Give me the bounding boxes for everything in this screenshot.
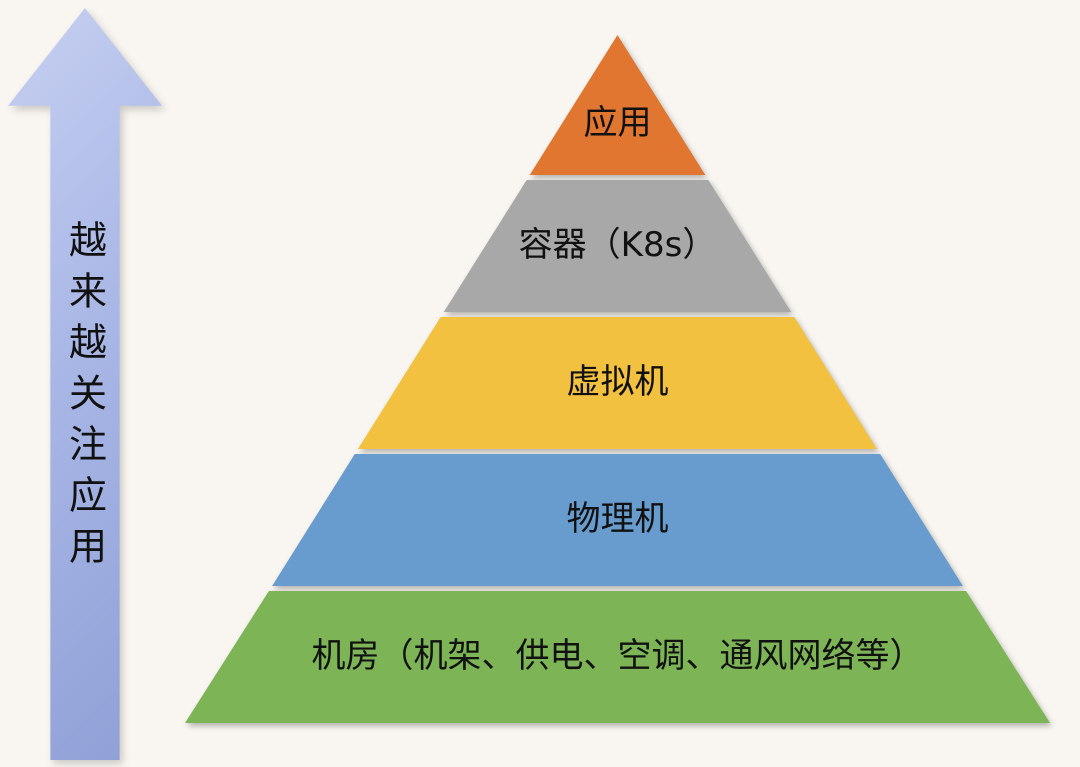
pyramid-layer-datacenter: 机房（机架、供电、空调、通风网络等） [185, 591, 1050, 723]
pyramid-layer-label: 容器（K8s） [518, 225, 717, 266]
pyramid-layer-application: 应用 [185, 35, 1050, 175]
pyramid-layer-label: 应用 [583, 103, 652, 144]
pyramid-layer-label: 虚拟机 [566, 362, 669, 403]
pyramid-layer-label: 机房（机架、供电、空调、通风网络等） [311, 636, 924, 677]
arrow-label: 越来越关注应用 [62, 220, 107, 577]
pyramid-layer-virtual-machine-shape: 虚拟机 [358, 317, 877, 449]
pyramid-layer-physical-machine: 物理机 [185, 454, 1050, 586]
pyramid-layer-container-k8s: 容器（K8s） [185, 180, 1050, 312]
pyramid-diagram: 应用 容器（K8s） 虚拟机 物理机 机房（机架、供电、空调、通风网络等） [185, 35, 1050, 725]
pyramid-layer-application-shape: 应用 [529, 35, 706, 175]
pyramid-layer-virtual-machine: 虚拟机 [185, 317, 1050, 449]
emphasis-arrow: 越来越关注应用 [8, 8, 162, 760]
pyramid-layer-label: 物理机 [566, 499, 669, 540]
pyramid-layer-physical-machine-shape: 物理机 [272, 454, 963, 586]
pyramid-layer-container-k8s-shape: 容器（K8s） [443, 180, 792, 312]
pyramid-layer-datacenter-shape: 机房（机架、供电、空调、通风网络等） [185, 591, 1050, 723]
